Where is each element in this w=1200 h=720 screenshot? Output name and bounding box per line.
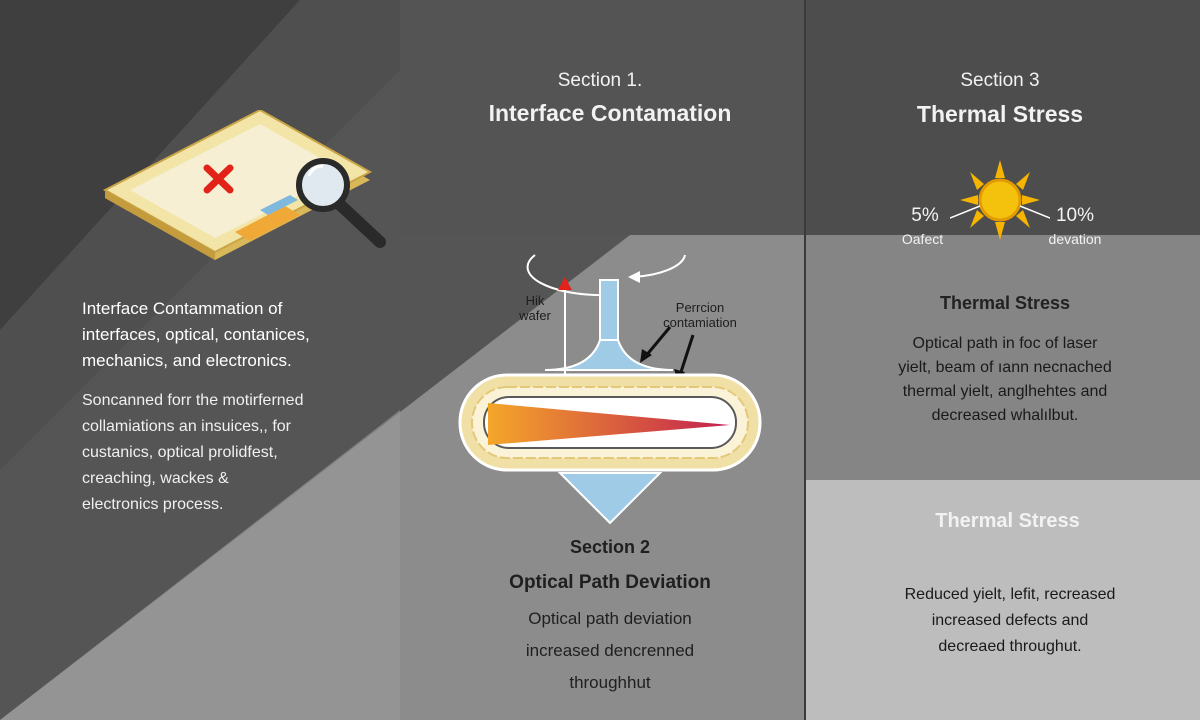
section2-title: Optical Path Deviation [509, 572, 711, 593]
thermal-panel-body: Optical path in foc of laser yielt, beam… [898, 335, 1112, 424]
deviation-left-word: Oafect [901, 231, 944, 247]
sun-icon [950, 160, 1050, 240]
section2-label: Section 2 [569, 537, 651, 557]
left-paragraph: Soncanned forr the motirferned collamiat… [82, 392, 304, 513]
magnifier-icon [296, 158, 386, 248]
wafer-label: Hik wafer [519, 293, 551, 323]
thermal-bottom-title: Thermal Stress [935, 510, 1080, 532]
contamination-label: Perrcion contamiation [663, 300, 737, 330]
deviation-left-pct: 5% [911, 205, 939, 226]
optical-path-diagram [458, 254, 762, 525]
section2-body: Optical path deviation increased dencren… [525, 609, 695, 692]
section3-title: Thermal Stress [916, 101, 1084, 127]
wafer-icon [102, 110, 386, 260]
deviation-right-word: devation [1048, 231, 1102, 247]
x-mark-icon [203, 164, 234, 194]
thermal-bottom-body: Reduced yielt, lefit, recreased increase… [904, 586, 1116, 655]
thermal-panel-title: Thermal Stress [939, 293, 1071, 313]
left-heading: Interface Contammation of interfaces, op… [82, 299, 310, 370]
section3-label: Section 3 [960, 70, 1040, 91]
section1-label: Section 1. [557, 70, 643, 91]
section1-title: Interface Contamation [488, 100, 732, 126]
deviation-right-pct: 10% [1055, 205, 1095, 226]
